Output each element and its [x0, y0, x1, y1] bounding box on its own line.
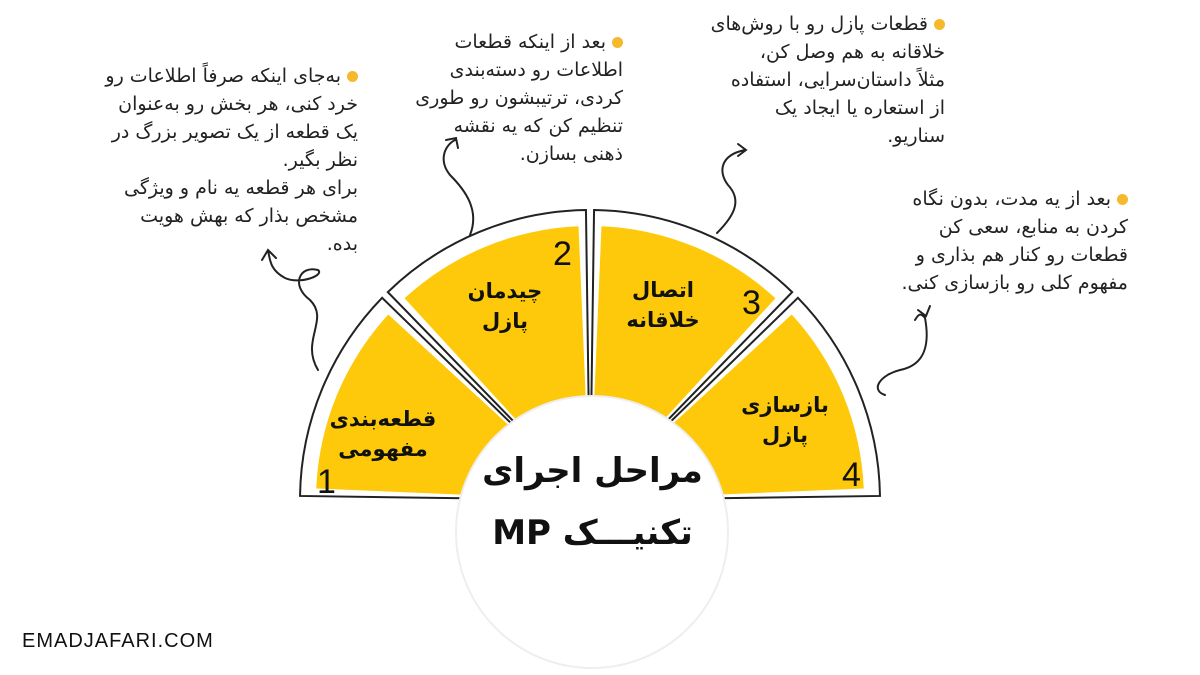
note-line: بعد از اینکه قطعات: [363, 28, 623, 56]
note-line: کردی، ترتیبشون رو طوری: [415, 87, 623, 109]
step-1-label: قطعه‌بندی مفهومی: [318, 404, 448, 464]
step-3-number: 3: [742, 284, 761, 322]
step-2-label: چیدمان پازل: [440, 276, 570, 336]
step-4-number: 4: [842, 456, 861, 494]
bullet-icon: [347, 71, 358, 82]
step-1-note: به‌جای اینکه صرفاً اطلاعات رو خرد کنی، هر…: [28, 62, 358, 258]
note-line: یک قطعه از یک تصویر بزرگ در: [111, 121, 358, 143]
step-4-label: بازسازی پازل: [720, 390, 850, 450]
title-line-1: مراحل اجرای: [482, 451, 703, 491]
bullet-icon: [612, 37, 623, 48]
note-line: نظر بگیر.: [282, 149, 358, 171]
note-line: اطلاعات رو دسته‌بندی: [449, 59, 623, 81]
step-1-number: 1: [317, 463, 336, 501]
note-line: بعد از یه مدت، بدون نگاه: [838, 185, 1128, 213]
arrow-step-4: [876, 305, 931, 396]
note-line: برای هر قطعه یه نام و ویژگی: [123, 177, 358, 199]
note-line: کردن به منابع، سعی کن: [938, 216, 1128, 238]
step-3-label-line2: خلاقانه: [626, 308, 700, 332]
step-3-label: اتصال خلاقانه: [598, 275, 728, 335]
note-line: مثلاً داستان‌سرایی، استفاده: [730, 69, 945, 91]
note-line: مفهوم کلی رو بازسازی کنی.: [901, 272, 1128, 294]
footer-site: EMADJAFARI.COM: [22, 630, 214, 652]
step-4-note: بعد از یه مدت، بدون نگاه کردن به منابع، س…: [838, 185, 1128, 297]
note-line: سناریو.: [887, 125, 945, 147]
step-2-number: 2: [553, 235, 572, 273]
note-line: خرد کنی، هر بخش رو به‌عنوان: [118, 93, 358, 115]
arrow-step-1: [261, 248, 321, 371]
note-line: ذهنی بسازن.: [519, 143, 623, 165]
note-line: قطعات رو کنار هم بذاری و: [915, 244, 1128, 266]
diagram-title: مراحل اجرای تکنیـــک MP: [455, 440, 730, 564]
step-2-label-line1: چیدمان: [467, 279, 543, 303]
title-line-2: تکنیـــک MP: [492, 513, 693, 553]
bullet-icon: [934, 19, 945, 30]
note-line: قطعات پازل رو با روش‌های: [645, 10, 945, 38]
arrow-step-2: [442, 136, 475, 236]
step-3-note: قطعات پازل رو با روش‌های خلاقانه به هم وص…: [645, 10, 945, 150]
note-line: خلاقانه به هم وصل کن،: [759, 41, 945, 63]
step-3-label-line1: اتصال: [632, 278, 694, 302]
note-line: تنظیم کن که یه نقشه: [453, 115, 623, 137]
step-4-label-line1: بازسازی: [741, 393, 829, 417]
step-2-note: بعد از اینکه قطعات اطلاعات رو دسته‌بندی کر…: [363, 28, 623, 168]
note-line: مشخص بذار که بهش هویت: [140, 205, 358, 227]
note-line: بده.: [326, 233, 358, 255]
bullet-icon: [1117, 194, 1128, 205]
note-line: به‌جای اینکه صرفاً اطلاعات رو: [28, 62, 358, 90]
note-line: از استعاره یا ایجاد یک: [774, 97, 945, 119]
center-circle: [455, 395, 729, 669]
step-4-label-line2: پازل: [761, 423, 809, 447]
arrow-step-3: [716, 143, 748, 234]
step-2-label-line2: پازل: [481, 309, 529, 333]
step-1-label-line2: مفهومی: [338, 437, 428, 461]
step-1-label-line1: قطعه‌بندی: [329, 407, 437, 431]
